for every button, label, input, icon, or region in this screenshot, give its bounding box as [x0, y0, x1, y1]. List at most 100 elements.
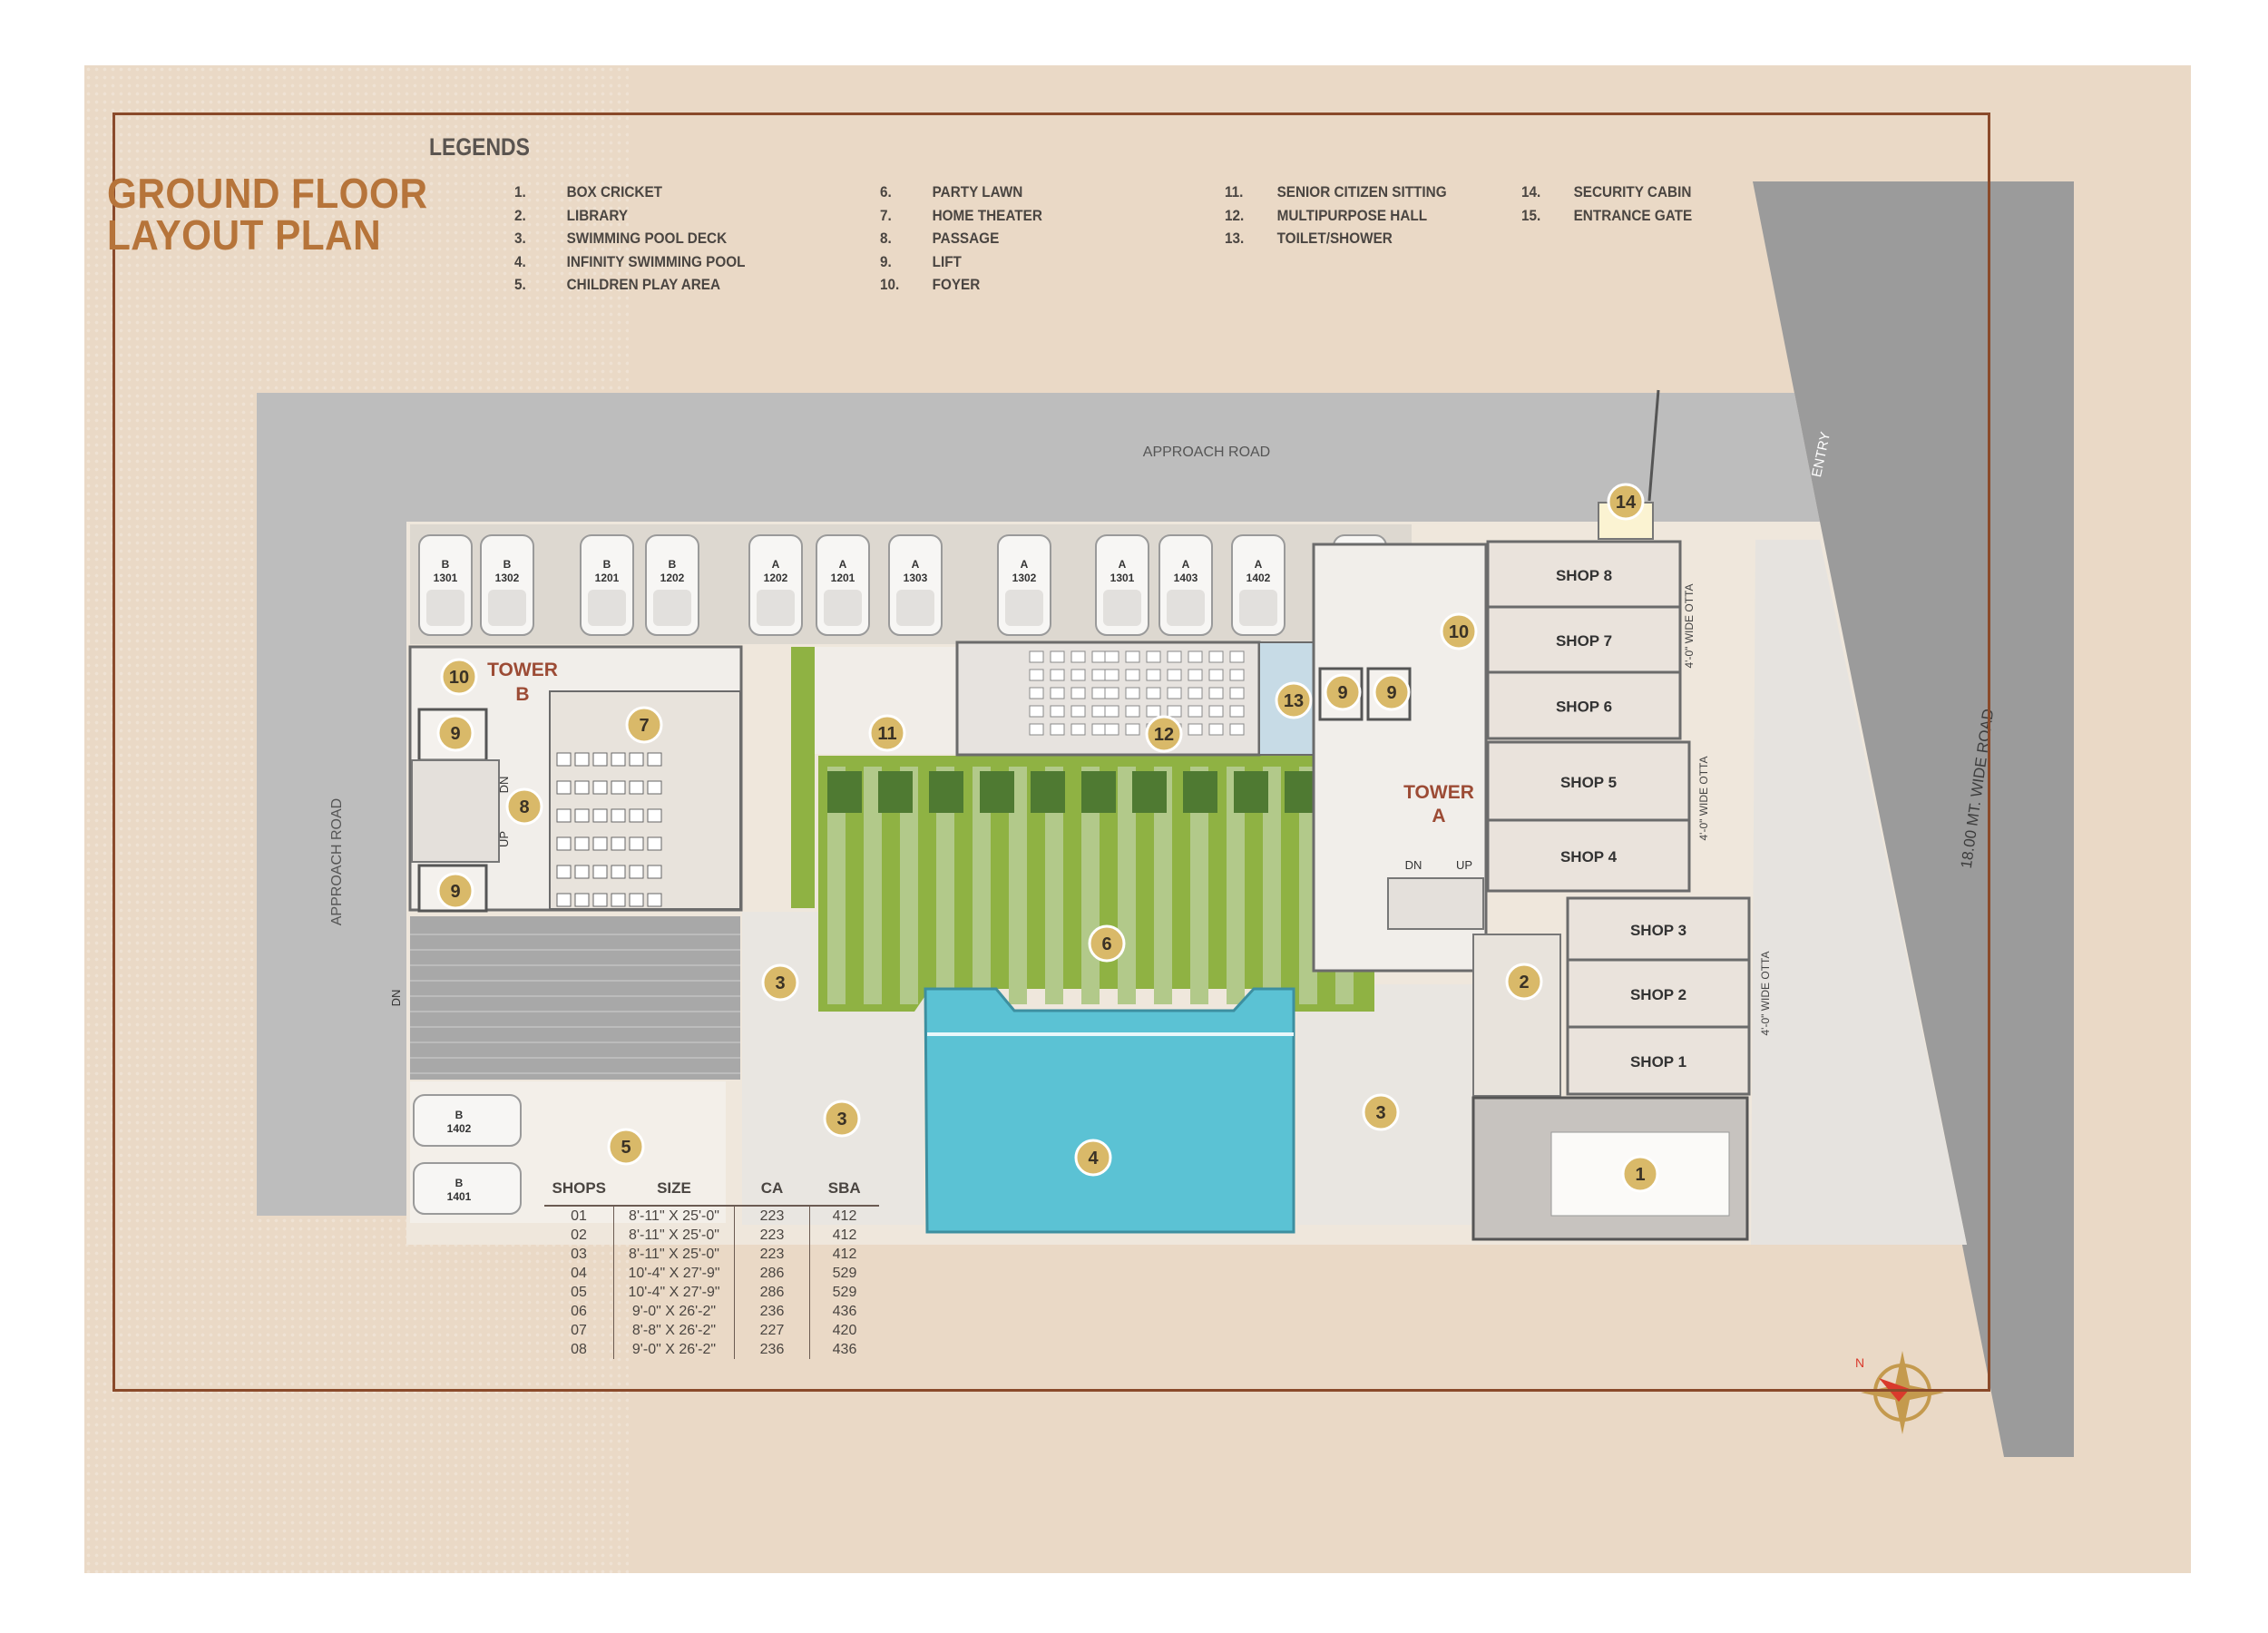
table-cell: 227 [734, 1321, 810, 1340]
legend-item: 2.LIBRARY [514, 207, 746, 230]
hall-chair [1029, 650, 1044, 663]
theater-seat [629, 865, 644, 879]
marker-number: 2 [1519, 973, 1529, 993]
shop-label: SHOP 5 [1560, 774, 1617, 791]
table-cell: 9'-0" X 26'-2" [613, 1302, 735, 1321]
otta-label: 4'-0" WIDE OTTA [1697, 757, 1710, 841]
hall-chair [1050, 669, 1065, 681]
theater-seat [556, 780, 572, 795]
car-roof [1167, 590, 1205, 626]
hall-chair [1104, 687, 1119, 699]
marker-badge: 1 [1621, 1155, 1659, 1193]
theater-seat [556, 893, 572, 907]
legend-item: 11.SENIOR CITIZEN SITTING [1225, 183, 1447, 207]
parking-wing: A [772, 558, 780, 571]
parking-number: 1202 [660, 572, 685, 584]
hall-chair [1188, 669, 1203, 681]
parking-wing: B [503, 558, 512, 571]
shop-box [1486, 670, 1682, 740]
hall-chair [1125, 669, 1140, 681]
legend-number: 15. [1521, 206, 1541, 224]
hall-chair [1208, 669, 1224, 681]
ramp [410, 916, 740, 1080]
hall-chair [1104, 669, 1119, 681]
parking-wing: A [839, 558, 847, 571]
hall-chair [1125, 705, 1140, 718]
marker-badge: 5 [607, 1128, 645, 1166]
entrance-gate [1647, 389, 1660, 502]
infinity-swimming-pool [924, 987, 1295, 1234]
table-cell: 08 [571, 1342, 587, 1357]
parking-number: 1302 [1012, 572, 1037, 584]
hall-chair [1208, 650, 1224, 663]
marker-circle [1505, 963, 1543, 1001]
marker-badge: 8 [505, 787, 543, 826]
hall-chair [1229, 650, 1245, 663]
legend-item: 5.CHILDREN PLAY AREA [514, 276, 746, 299]
hall-chair [1029, 705, 1044, 718]
hall-chair [1188, 687, 1203, 699]
theater-seat [647, 865, 662, 879]
shop-label: SHOP 6 [1556, 699, 1612, 716]
marker-number: 9 [1386, 683, 1396, 703]
shop-label: SHOP 2 [1630, 986, 1686, 1003]
shop-unit: SHOP 5 [1486, 740, 1691, 822]
theater-seat [611, 836, 626, 851]
marker-badge: 10 [1440, 612, 1478, 650]
lawn-plant [1183, 771, 1217, 813]
table-cell: 223 [734, 1226, 810, 1245]
hall-chair [1229, 705, 1245, 718]
legend-label: FOYER [932, 276, 981, 294]
table-cell: 06 [571, 1304, 587, 1319]
legend-item: 1.BOX CRICKET [514, 183, 746, 207]
marker-circle [436, 714, 474, 752]
table-cell: 236 [734, 1302, 810, 1321]
table-cell: 8'-11" X 25'-0" [613, 1206, 735, 1226]
legend-number: 5. [514, 276, 526, 294]
shop-box [1486, 740, 1691, 822]
parking-number: 1303 [904, 572, 928, 584]
marker-circle [1324, 673, 1362, 711]
shop-box [1566, 896, 1751, 962]
hall-chair [1167, 650, 1182, 663]
legend-number: 12. [1225, 206, 1245, 224]
table-cell: 05 [571, 1285, 587, 1300]
shop-unit: SHOP 6 [1486, 670, 1682, 740]
car-roof [653, 590, 691, 626]
car-roof [896, 590, 934, 626]
lawn-stripe [1190, 767, 1208, 1004]
hall-chairs [1029, 650, 1245, 736]
legend-label: PASSAGE [932, 230, 1000, 248]
marker-number: 3 [1375, 1103, 1385, 1123]
hall-chair [1188, 705, 1203, 718]
car-roof [824, 590, 862, 626]
lawn-stripe [1227, 767, 1245, 1004]
car-roof [757, 590, 795, 626]
marker-badge: 10 [440, 658, 478, 696]
stair-a-up: UP [1456, 858, 1472, 872]
table-cell: 02 [571, 1227, 587, 1243]
parking-number: 1202 [764, 572, 788, 584]
car-roof [426, 590, 464, 626]
legend-item: 7.HOME THEATER [880, 207, 1042, 230]
shop-unit: SHOP 8 [1486, 540, 1682, 609]
hedge-left [791, 647, 815, 908]
marker-badge: 2 [1505, 963, 1543, 1001]
lawn-stripe [1045, 767, 1063, 1004]
shop-label: SHOP 3 [1630, 922, 1686, 939]
hall-chair [1208, 723, 1224, 736]
legend-label: LIBRARY [566, 206, 629, 224]
hall-chair [1104, 705, 1119, 718]
ramp-lines [410, 934, 740, 1074]
marker-number: 9 [450, 882, 460, 902]
legend-number: 9. [880, 252, 892, 270]
